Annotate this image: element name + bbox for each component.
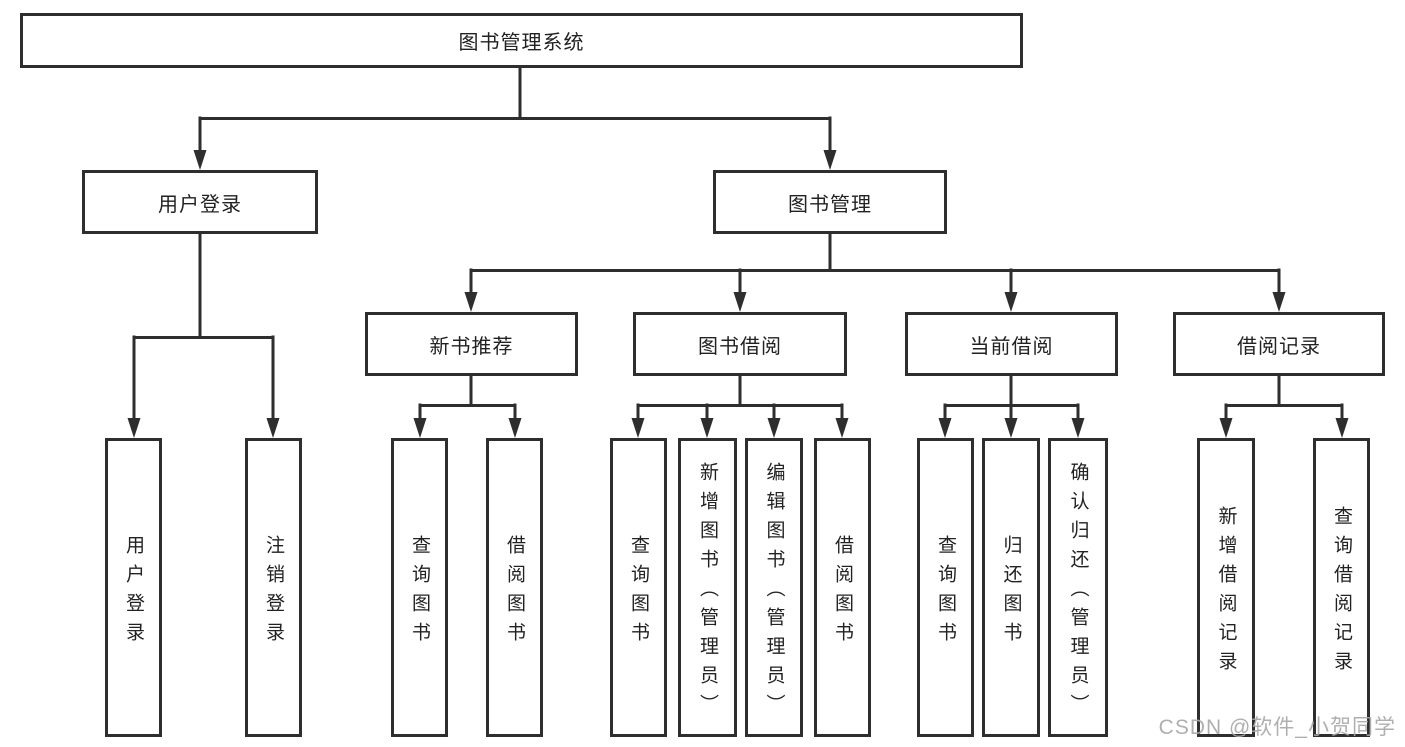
leaf-add-borrow-record-label: 新增借阅记录 [1215,505,1237,680]
leaf-confirm-return-admin: 确认归还（管理员） [1048,438,1108,737]
leaf-borrow-books-recommend-label: 借阅图书 [504,534,525,651]
leaf-add-book-admin-label: 新增图书（管理员） [697,462,718,723]
leaf-query-books-borrowing: 查询图书 [610,438,667,737]
node-borrowing-records-label: 借阅记录 [1237,335,1321,358]
leaf-return-book: 归还图书 [982,438,1040,737]
node-root: 图书管理系统 [20,13,1023,68]
leaf-query-books-current-label: 查询图书 [935,534,956,651]
leaf-query-borrow-record-label: 查询借阅记录 [1331,505,1352,680]
leaf-add-borrow-record: 新增借阅记录 [1197,438,1255,737]
leaf-query-books-current: 查询图书 [917,438,974,737]
leaf-confirm-return-admin-label: 确认归还（管理员） [1067,462,1089,723]
leaf-borrow-books-recommend: 借阅图书 [486,438,543,737]
node-book-borrowing: 图书借阅 [633,312,847,376]
leaf-query-borrow-record: 查询借阅记录 [1313,438,1370,737]
leaf-return-book-label: 归还图书 [1000,534,1022,651]
leaf-edit-book-admin-label: 编辑图书（管理员） [763,462,785,723]
node-book-management-label: 图书管理 [788,193,872,216]
leaf-logout: 注销登录 [245,438,302,737]
node-root-label: 图书管理系统 [458,32,585,54]
watermark: CSDN @软件_小贺同学 [1158,716,1396,739]
leaf-query-books-recommend: 查询图书 [391,438,448,737]
leaf-borrow-books-borrowing-label: 借阅图书 [832,534,853,651]
node-current-borrowing-label: 当前借阅 [969,335,1054,358]
node-book-borrowing-label: 图书借阅 [698,335,782,358]
leaf-query-books-borrowing-label: 查询图书 [628,534,649,651]
node-book-management: 图书管理 [713,170,947,234]
node-user-login: 用户登录 [82,170,318,234]
leaf-logout-label: 注销登录 [263,534,284,651]
leaf-edit-book-admin: 编辑图书（管理员） [745,438,803,737]
node-current-borrowing: 当前借阅 [905,312,1118,376]
leaf-user-login: 用户登录 [105,438,162,737]
leaf-add-book-admin: 新增图书（管理员） [678,438,737,737]
leaf-user-login-label: 用户登录 [123,534,144,651]
node-new-book-recommend-label: 新书推荐 [429,335,514,358]
node-new-book-recommend: 新书推荐 [365,312,578,376]
node-user-login-label: 用户登录 [158,193,242,216]
leaf-query-books-recommend-label: 查询图书 [409,534,430,651]
node-borrowing-records: 借阅记录 [1173,312,1385,376]
leaf-borrow-books-borrowing: 借阅图书 [814,438,871,737]
